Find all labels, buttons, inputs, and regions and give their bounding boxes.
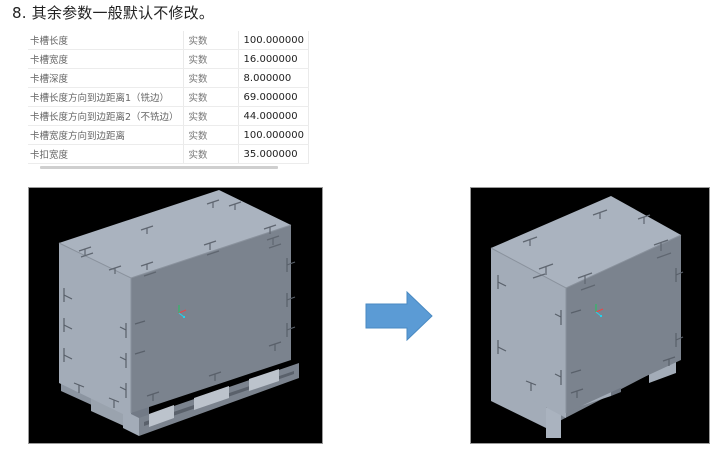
param-value[interactable]: 100.000000 xyxy=(238,31,310,50)
param-value[interactable]: 16.000000 xyxy=(238,49,310,69)
table-row[interactable]: 卡槽长度 实数 100.000000 xyxy=(28,31,310,50)
param-name: 卡槽深度 xyxy=(28,68,184,88)
param-name: 卡槽宽度方向到边距离 xyxy=(28,125,184,145)
step-heading: 8. 其余参数一般默认不修改。 xyxy=(12,4,215,22)
axis-gizmo-icon xyxy=(595,304,604,317)
param-type: 实数 xyxy=(183,106,239,126)
wide-crate-model xyxy=(58,190,299,436)
param-type: 实数 xyxy=(183,68,239,88)
param-value[interactable]: 69.000000 xyxy=(238,87,310,107)
table-row[interactable]: 卡槽宽度方向到边距离 实数 100.000000 xyxy=(28,125,310,145)
after-model-viewport xyxy=(470,187,710,444)
table-row[interactable]: 卡槽长度方向到边距离2（不铣边） 实数 44.000000 xyxy=(28,106,310,126)
table-row[interactable]: 卡扣宽度 实数 35.000000 xyxy=(28,144,310,164)
param-type: 实数 xyxy=(183,49,239,69)
param-name: 卡槽长度方向到边距离1（铣边） xyxy=(28,87,184,107)
param-type: 实数 xyxy=(183,125,239,145)
before-model-viewport xyxy=(28,187,323,444)
param-name: 卡槽长度方向到边距离2（不铣边） xyxy=(28,106,184,126)
param-value[interactable]: 8.000000 xyxy=(238,68,310,88)
param-name: 卡槽宽度 xyxy=(28,49,184,69)
parameter-table: 卡槽长度 实数 100.000000 卡槽宽度 实数 16.000000 卡槽深… xyxy=(28,31,310,164)
param-type: 实数 xyxy=(183,87,239,107)
right-arrow-icon xyxy=(365,291,433,341)
param-value[interactable]: 44.000000 xyxy=(238,106,310,126)
table-row[interactable]: 卡槽深度 实数 8.000000 xyxy=(28,68,310,88)
param-value[interactable]: 100.000000 xyxy=(238,125,310,145)
param-name: 卡扣宽度 xyxy=(28,144,184,164)
param-name: 卡槽长度 xyxy=(28,31,184,50)
param-type: 实数 xyxy=(183,31,239,50)
horizontal-scrollbar[interactable] xyxy=(40,166,278,169)
table-row[interactable]: 卡槽宽度 实数 16.000000 xyxy=(28,49,310,69)
param-value[interactable]: 35.000000 xyxy=(238,144,310,164)
narrow-crate-model xyxy=(490,196,684,438)
axis-gizmo-icon xyxy=(178,305,187,318)
param-type: 实数 xyxy=(183,144,239,164)
table-row[interactable]: 卡槽长度方向到边距离1（铣边） 实数 69.000000 xyxy=(28,87,310,107)
